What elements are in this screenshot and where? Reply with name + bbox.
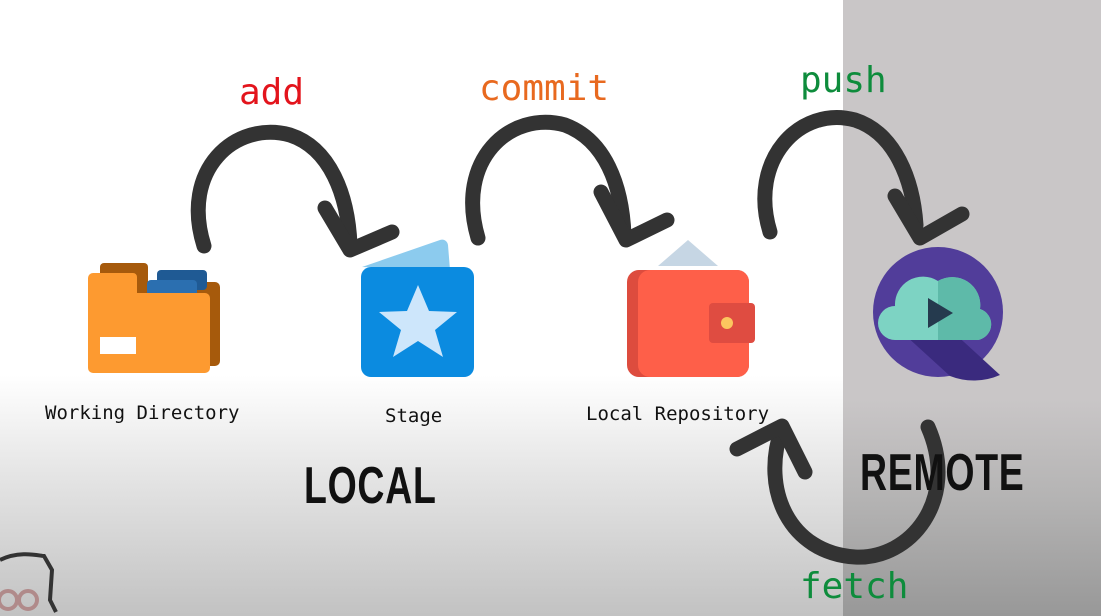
mascot-logo	[0, 552, 58, 613]
push-arrow	[757, 110, 924, 240]
commit-arrowhead	[593, 184, 675, 248]
push-arrowhead	[887, 188, 970, 246]
star-book-icon	[361, 239, 474, 377]
add-arrow	[190, 124, 358, 254]
commit-label: commit	[479, 68, 610, 109]
cloud-play-icon	[873, 247, 1003, 381]
fetch-arrow	[767, 419, 946, 565]
add-label: add	[239, 72, 305, 113]
wallet-icon	[627, 240, 755, 377]
add-arrowhead	[317, 200, 400, 258]
local-area-title: LOCAL	[304, 457, 437, 515]
push-label: push	[800, 60, 887, 101]
commit-arrow	[465, 114, 632, 246]
local-repository-label: Local Repository	[586, 403, 770, 425]
remote-area-title: REMOTE	[860, 444, 1025, 502]
folder-icon	[88, 263, 220, 373]
fetch-label: fetch	[800, 566, 909, 607]
stage-label: Stage	[385, 405, 443, 427]
fetch-arrowhead	[729, 418, 813, 480]
working-directory-label: Working Directory	[45, 402, 240, 424]
